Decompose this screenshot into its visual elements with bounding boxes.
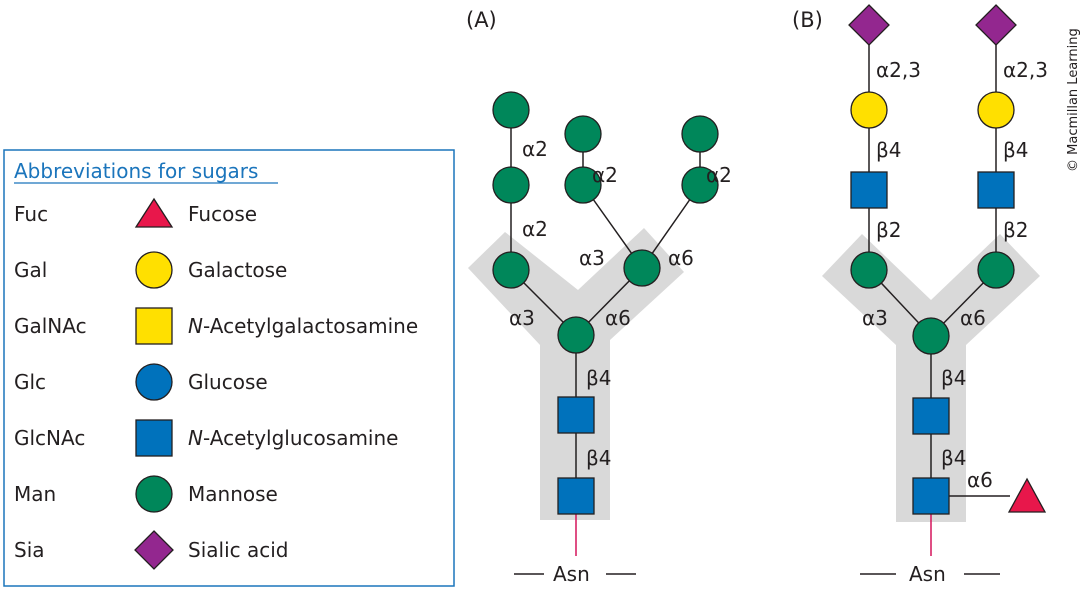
legend-abbr-man: Man (14, 482, 56, 506)
linkage-label: β2 (1003, 218, 1029, 242)
glcnac-legend-icon (135, 419, 173, 457)
mannose-node (681, 166, 719, 204)
linkage-label: β4 (586, 366, 612, 390)
linkage-label: α6 (967, 468, 993, 492)
copyright-text: © Macmillan Learning (1066, 28, 1081, 172)
linkage-label: β4 (876, 138, 902, 162)
legend-abbr-glcnac: GlcNAc (14, 426, 85, 450)
glucose-legend-icon (135, 363, 173, 401)
linkage-label: α3 (509, 306, 535, 330)
mannose-legend-icon (135, 475, 173, 513)
galnac-legend-icon (135, 307, 173, 345)
linkage-label: α2 (522, 137, 548, 161)
galactose-node (850, 91, 888, 129)
linkage-label: α3 (862, 306, 888, 330)
fucose-legend-icon (134, 197, 174, 228)
linkage-label: β4 (941, 446, 967, 470)
legend-title: Abbreviations for sugars (14, 159, 258, 183)
linkage-label: β4 (941, 366, 967, 390)
linkage-label: α3 (579, 246, 605, 270)
legend-abbr-galnac: GalNAc (14, 314, 87, 338)
legend-name-glcnac: N-Acetylglucosamine (188, 426, 398, 450)
mannose-node (564, 166, 602, 204)
mannose-node (492, 251, 530, 289)
panel-a: (A) α2 α2 α2 α2 α3 α6 α3 α6 (466, 8, 732, 586)
legend-name-fuc: Fucose (188, 202, 257, 226)
linkage-label: α6 (668, 246, 694, 270)
linkage-label: α2,3 (876, 58, 921, 82)
legend-name-man: Mannose (188, 482, 278, 506)
glcnac-node (912, 477, 950, 515)
glcnac-node (912, 397, 950, 435)
mannose-node (492, 166, 530, 204)
legend: Abbreviations for sugars Fuc Fucose Gal … (3, 149, 455, 587)
linkage-label: β4 (586, 446, 612, 470)
linkage-label: α2 (592, 163, 618, 187)
sialic-node (975, 4, 1017, 46)
legend-border (3, 149, 455, 587)
mannose-node (557, 316, 595, 354)
linkage-label: α2,3 (1003, 58, 1048, 82)
mannose-node (850, 251, 888, 289)
panel-a-label: (A) (466, 8, 497, 32)
glcnac-node (850, 171, 888, 209)
legend-abbr-sia: Sia (14, 538, 45, 562)
mannose-node (564, 115, 602, 153)
legend-name-gal: Galactose (188, 258, 287, 282)
linkage-label: β2 (876, 218, 902, 242)
legend-abbr-glc: Glc (14, 370, 46, 394)
mannose-node (623, 249, 661, 287)
sialic-legend-icon (134, 530, 174, 570)
panel-b: (B) α2,3 α2,3 β4 β4 β2 β2 (792, 4, 1048, 586)
legend-name-sia: Sialic acid (188, 538, 288, 562)
legend-abbr-gal: Gal (14, 258, 47, 282)
legend-name-galnac: N-Acetylgalactosamine (188, 314, 418, 338)
mannose-node (681, 115, 719, 153)
legend-name-glc: Glucose (188, 370, 268, 394)
linkage-label: α2 (522, 217, 548, 241)
galactose-legend-icon (135, 251, 173, 289)
linkage-label: β4 (1003, 138, 1029, 162)
sialic-node (848, 4, 890, 46)
asn-label: Asn (909, 562, 946, 586)
panel-b-label: (B) (792, 8, 823, 32)
glcnac-node (977, 171, 1015, 209)
fucose-node (1007, 477, 1047, 513)
asn-label: Asn (553, 562, 590, 586)
linkage-label: α2 (706, 163, 732, 187)
glcnac-node (557, 477, 595, 515)
mannose-node (977, 251, 1015, 289)
galactose-node (977, 91, 1015, 129)
mannose-node (492, 91, 530, 129)
glcnac-node (557, 396, 595, 434)
mannose-node (912, 317, 950, 355)
linkage-label: α6 (960, 306, 986, 330)
linkage-label: α6 (605, 306, 631, 330)
legend-abbr-fuc: Fuc (14, 202, 48, 226)
